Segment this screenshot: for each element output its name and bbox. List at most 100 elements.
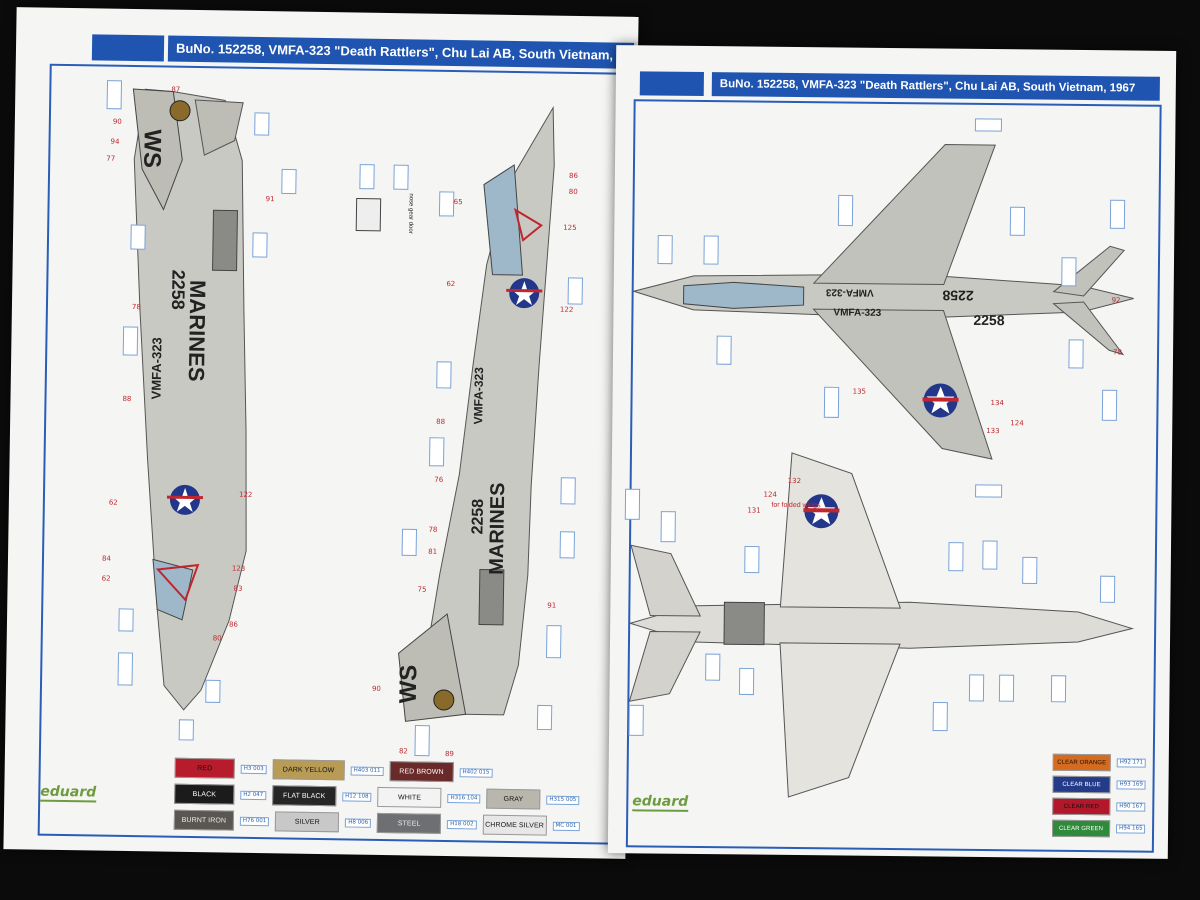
- clear-paint-row-2: CLEAR BLUE H93 169: [1052, 775, 1146, 794]
- left-drawings: 2258 MARINES VMFA-323 WS 2258 MARINES VM…: [102, 80, 583, 758]
- paint-code: H93 169: [1116, 780, 1146, 790]
- callout: 92: [1112, 296, 1121, 304]
- aircraft-side-profile-port: [398, 105, 555, 722]
- paint-name: CLEAR RED: [1063, 803, 1099, 810]
- aircraft-top-view: [631, 144, 1134, 460]
- paint-code-callouts: [106, 80, 583, 757]
- paint-swatch: CHROME SILVER: [482, 814, 547, 836]
- paint-swatch: GRAY: [486, 788, 541, 810]
- callout: 122: [239, 491, 252, 499]
- paint-swatch: CLEAR RED: [1052, 797, 1111, 816]
- left-page: BuNo. 152258, VMFA-323 "Death Rattlers",…: [3, 7, 639, 859]
- paint-swatch: RED BROWN: [389, 761, 454, 783]
- paint-name: GRAY: [503, 795, 524, 803]
- paint-name: DARK YELLOW: [282, 765, 335, 774]
- side-serial-right: 2258: [469, 499, 487, 535]
- top-unit-upright: VMFA-323: [825, 286, 873, 298]
- paint-code: H12 108: [342, 791, 372, 802]
- top-unit: VMFA-323: [833, 307, 881, 319]
- callout: 124: [764, 491, 778, 499]
- callout: 88: [436, 418, 445, 426]
- callout: 133: [986, 427, 999, 435]
- paint-code: H316 104: [447, 793, 481, 804]
- side-service-left: MARINES: [184, 280, 211, 382]
- paint-code: H3 003: [240, 764, 267, 774]
- paint-name: STEEL: [397, 819, 421, 828]
- callout: 90: [113, 118, 122, 126]
- paint-swatch: CLEAR ORANGE: [1052, 753, 1111, 772]
- aircraft-side-profile-starboard: [132, 88, 247, 711]
- callout: 81: [428, 548, 437, 556]
- callout: 78: [1113, 348, 1122, 356]
- clear-paint-row-3: CLEAR RED H90 167: [1052, 797, 1146, 816]
- side-service-right: MARINES: [486, 482, 509, 575]
- paint-code: H90 167: [1116, 802, 1146, 812]
- eduard-logo: eduard: [632, 793, 689, 812]
- nose-gear-door-detail: [355, 198, 382, 232]
- callout: 62: [446, 280, 455, 288]
- callout: 94: [110, 138, 120, 146]
- callout: 91: [547, 602, 556, 610]
- callout: 84: [102, 555, 112, 563]
- callout: 78: [428, 526, 437, 534]
- callout: 134: [990, 399, 1004, 407]
- folded-wings-note: for folded wings: [771, 502, 821, 510]
- paint-name: CLEAR BLUE: [1062, 781, 1101, 788]
- callout: 123: [232, 565, 245, 573]
- callout: 76: [434, 476, 444, 484]
- callout: 87: [171, 86, 180, 94]
- callout: 88: [122, 395, 131, 403]
- callout: 78: [132, 303, 141, 311]
- callout: 82: [399, 747, 408, 755]
- paint-swatch: BLACK: [174, 783, 235, 805]
- paint-swatch: CLEAR BLUE: [1052, 775, 1111, 794]
- paint-name: FLAT BLACK: [282, 791, 326, 800]
- callout: 80: [569, 188, 578, 196]
- paint-code: H403 011: [350, 766, 384, 776]
- paint-swatch: RED: [174, 757, 235, 779]
- paint-swatch: BURNT IRON: [173, 809, 235, 831]
- paint-name: CLEAR GREEN: [1058, 825, 1104, 832]
- callout: 83: [233, 585, 242, 593]
- aircraft-bottom-view: [628, 452, 1135, 798]
- side-serial-left: 2258: [168, 270, 189, 310]
- callout: 86: [569, 172, 579, 180]
- paint-code: H8 006: [345, 817, 372, 828]
- paint-swatch: STEEL: [377, 812, 442, 834]
- eduard-logo: eduard: [40, 783, 97, 803]
- paint-code: MC 001: [552, 821, 580, 831]
- callout: 65: [454, 198, 463, 206]
- paint-code: H92 171: [1116, 758, 1147, 768]
- callout: 122: [560, 306, 573, 314]
- callout: 91: [266, 195, 275, 203]
- paint-swatch: WHITE: [377, 786, 442, 808]
- callout: 131: [747, 506, 760, 514]
- paint-name: WHITE: [397, 793, 422, 802]
- callout: 135: [853, 388, 866, 396]
- right-drawings: VMFA-323 VMFA-323 2258 2258 for folded w…: [624, 118, 1135, 798]
- paint-name: CLEAR ORANGE: [1057, 759, 1107, 766]
- callout: 80: [213, 634, 222, 642]
- top-serial-inverted: 2258: [942, 288, 974, 304]
- top-serial: 2258: [973, 312, 1005, 328]
- paint-swatch: CLEAR GREEN: [1051, 819, 1111, 838]
- paint-name: BLACK: [192, 790, 217, 798]
- callout: 90: [372, 685, 381, 693]
- paint-code: H2 047: [240, 790, 267, 800]
- paint-swatch: DARK YELLOW: [272, 759, 345, 781]
- paint-code: H94 165: [1116, 824, 1146, 834]
- callout: 75: [417, 586, 426, 594]
- callout: 132: [788, 477, 801, 485]
- tail-code-right: WS: [395, 665, 423, 704]
- tail-code-left: WS: [138, 129, 166, 168]
- paint-code: H402 015: [459, 767, 493, 778]
- clear-paint-row-1: CLEAR ORANGE H92 171: [1052, 753, 1147, 772]
- callout: 89: [445, 750, 454, 758]
- callout: 124: [1010, 419, 1024, 427]
- nose-gear-door-label: nose gear door: [407, 193, 414, 233]
- clear-paint-row-4: CLEAR GREEN H94 165: [1051, 819, 1146, 838]
- paint-code: H76 001: [239, 816, 270, 826]
- paint-name: BURNT IRON: [181, 816, 227, 825]
- paint-swatch: SILVER: [275, 811, 340, 833]
- paint-swatch: FLAT BLACK: [272, 785, 337, 807]
